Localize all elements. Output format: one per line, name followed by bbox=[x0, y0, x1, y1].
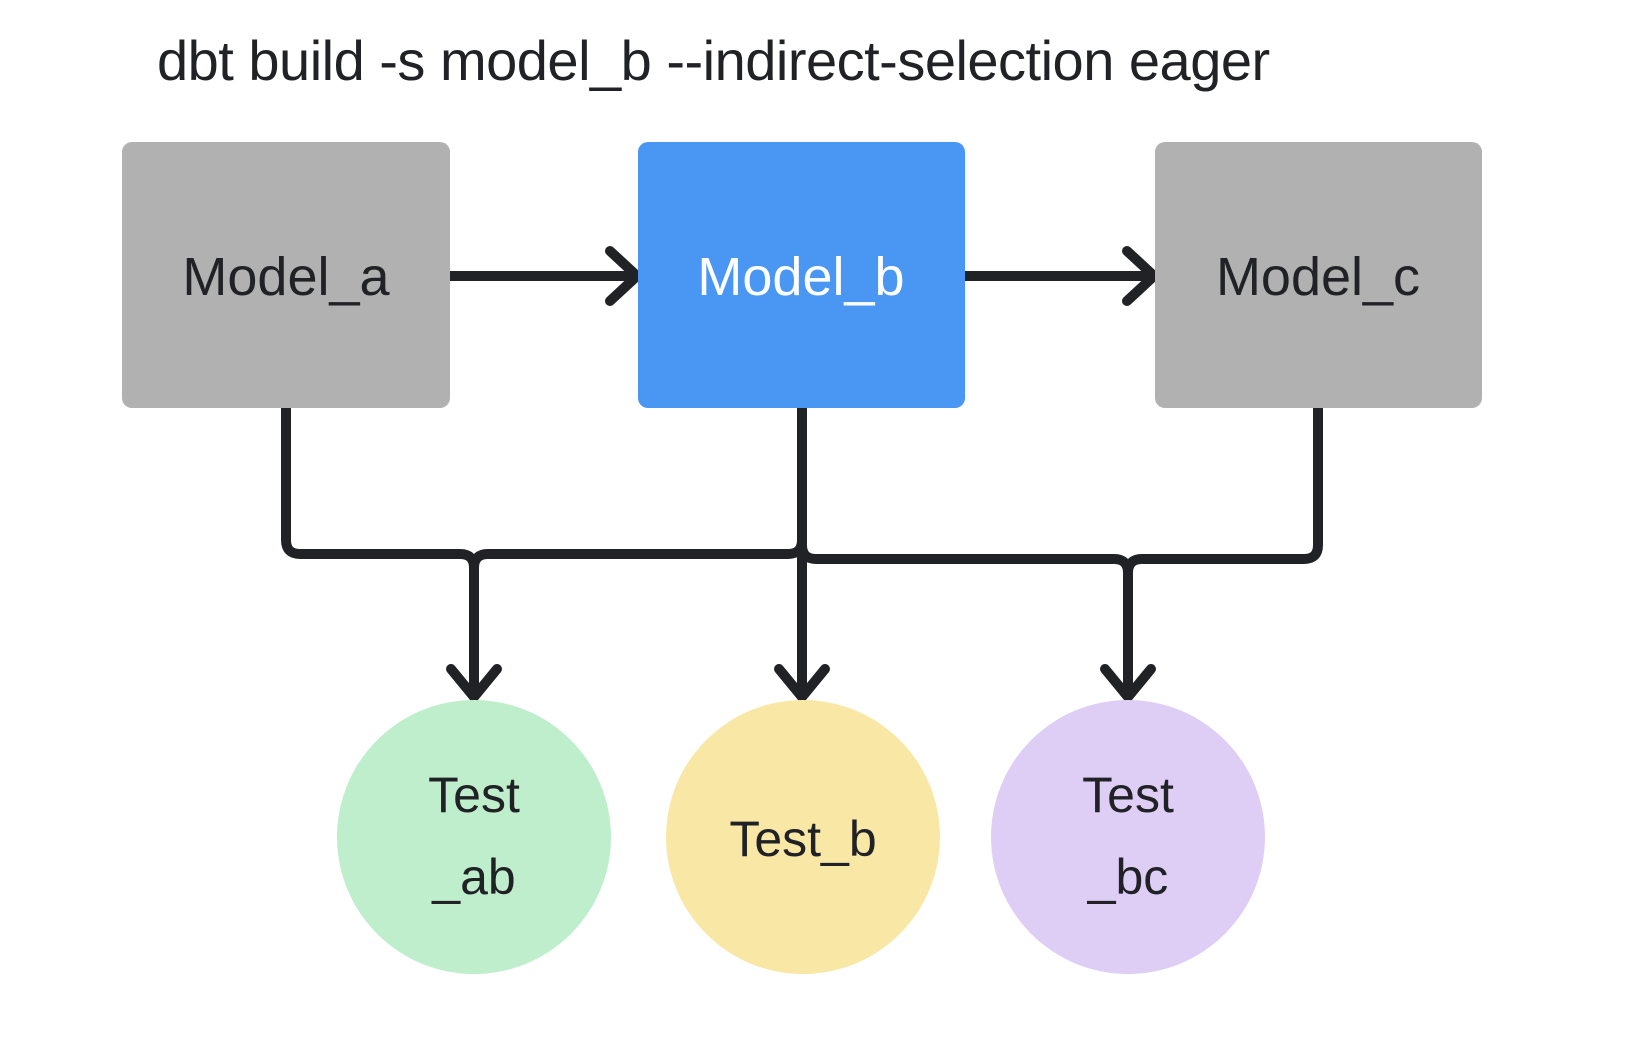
arrowhead-into-test-b bbox=[774, 664, 830, 702]
model-b-node bbox=[638, 142, 965, 408]
test-bc-node bbox=[991, 700, 1265, 974]
model-nodes: Model_a Model_b Model_c bbox=[122, 142, 1482, 408]
model-b-label: Model_b bbox=[697, 247, 904, 307]
test-bc-label-line1: Test bbox=[1082, 767, 1174, 823]
edge-model-c-to-test-bc bbox=[1123, 403, 1323, 695]
test-ab-label-line2: _ab bbox=[431, 849, 515, 905]
test-ab-node bbox=[337, 700, 611, 974]
arrowhead-into-test-ab bbox=[446, 664, 502, 702]
model-a-label: Model_a bbox=[182, 247, 390, 307]
test-b-label: Test_b bbox=[729, 811, 876, 867]
arrowhead-into-test-bc bbox=[1100, 664, 1156, 702]
model-c-node bbox=[1155, 142, 1482, 408]
arrowhead-into-model-c bbox=[1122, 246, 1159, 306]
test-ab-label-line1: Test bbox=[428, 767, 520, 823]
test-b-node bbox=[666, 700, 940, 974]
model-c-label: Model_c bbox=[1216, 247, 1420, 307]
model-a-node bbox=[122, 142, 450, 408]
arrowhead-into-model-b bbox=[605, 246, 642, 306]
edge-model-b-to-test-bc bbox=[797, 403, 1133, 695]
edge-model-a-to-test-ab bbox=[281, 403, 479, 695]
edge-layer bbox=[281, 246, 1323, 702]
test-bc-label-line2: _bc bbox=[1087, 849, 1169, 905]
test-nodes: Test _ab Test_b Test _bc bbox=[337, 700, 1265, 974]
edge-model-b-to-test-ab bbox=[469, 403, 807, 695]
command-title: dbt build -s model_b --indirect-selectio… bbox=[157, 29, 1270, 92]
